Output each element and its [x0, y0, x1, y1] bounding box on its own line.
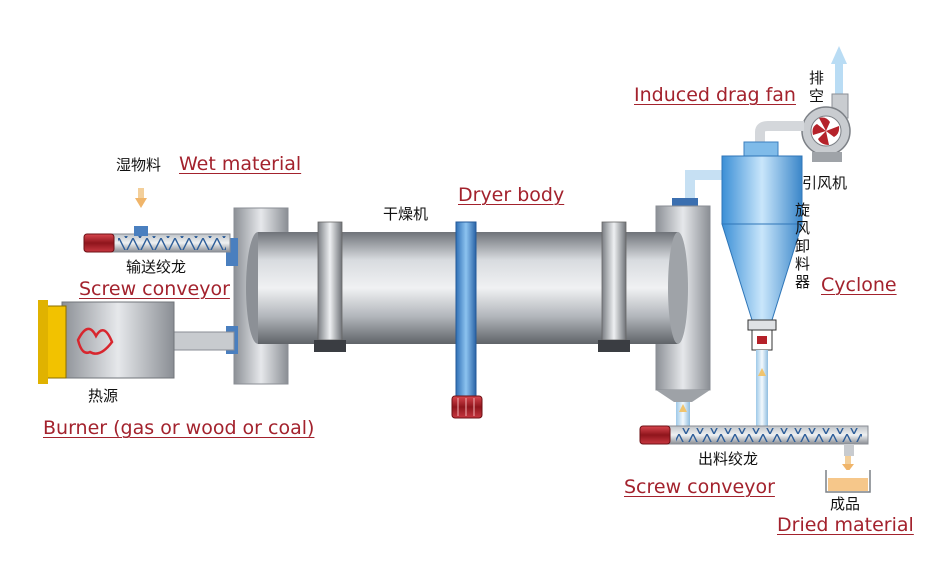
hood-cyclone-duct: [685, 170, 724, 200]
screw-conveyor-in-label: Screw conveyor: [79, 278, 230, 300]
induced-fan: [801, 93, 851, 162]
dried-material-label: Dried material: [777, 514, 914, 536]
cyclone-label: Cyclone: [821, 274, 897, 296]
product-zh-label: 成品: [830, 495, 861, 513]
drive-gear: [451, 221, 483, 419]
wet-material-zh-label: 湿物料: [116, 156, 162, 174]
cyclone-separator: [721, 141, 803, 430]
burner-unit: [38, 300, 235, 384]
induced-fan-zh-label: 引风机: [802, 174, 848, 192]
heat-source-zh-label: 热源: [88, 387, 119, 405]
exhaust-arrow: [831, 46, 847, 94]
dryer-body-label: Dryer body: [458, 184, 565, 206]
riding-ring-right: [598, 221, 630, 352]
riding-ring-left: [314, 221, 346, 352]
induced-drag-fan-label: Induced drag fan: [634, 84, 796, 106]
burner-label: Burner (gas or wood or coal): [43, 417, 315, 439]
wet-material-label: Wet material: [179, 153, 302, 175]
feed-conveyor-zh-label: 输送绞龙: [126, 258, 187, 276]
discharge-screw-conveyor: [639, 425, 869, 456]
dryer-zh-label: 干燥机: [383, 205, 429, 223]
cyclone-zh-label: 旋风卸料器: [793, 202, 811, 292]
product-bin: [825, 456, 871, 493]
cyclone-fan-duct: [755, 121, 804, 150]
discharge-conveyor-zh-label: 出料绞龙: [698, 450, 759, 468]
exhaust-zh-label: 排空: [807, 70, 825, 106]
feed-screw-conveyor: [83, 188, 231, 253]
screw-conveyor-out-label: Screw conveyor: [624, 476, 775, 498]
